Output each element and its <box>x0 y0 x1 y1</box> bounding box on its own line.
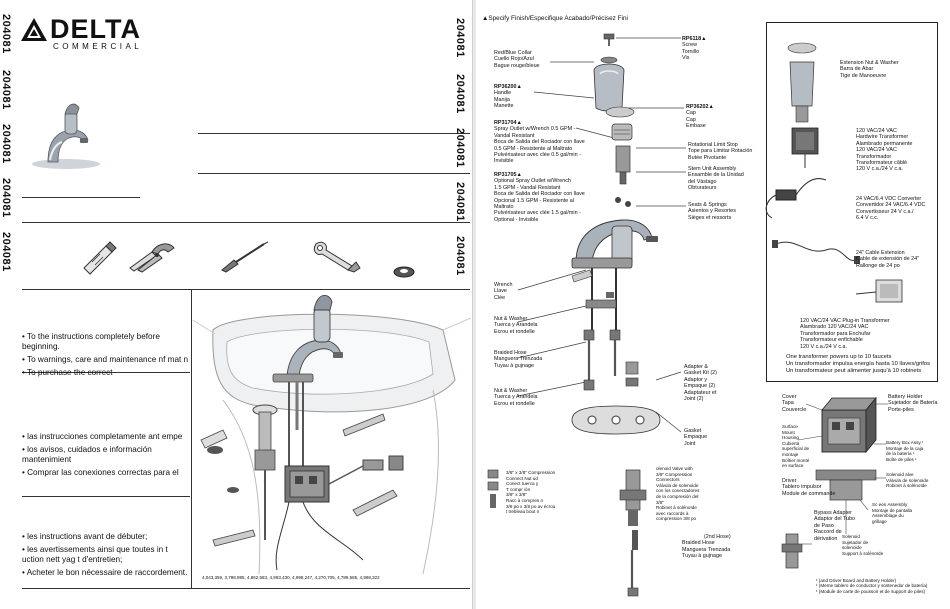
callout-cover: Cover Tapa Couvercle <box>782 394 807 413</box>
callout-hardwire-transformer: 120 VAC/24 VAC Hardwire Transformer Alam… <box>856 128 913 173</box>
callout-braided-hose: Braided Hose Manguera Trenzada Tuyau à g… <box>494 350 543 369</box>
title-rule <box>198 173 470 174</box>
callout-compression: 3/8" x 3/8" Compression Connect Nut ud C… <box>506 470 556 515</box>
column-divider <box>191 289 192 588</box>
section-rule <box>22 222 470 223</box>
callout-transformer-note: One transformer powers up to 10 faucets … <box>786 354 931 374</box>
adjustable-wrench-icon <box>313 241 361 273</box>
screw-part <box>603 33 615 46</box>
parts-header: ▲Specify Finish/Especifique Acabado/Préc… <box>482 15 628 22</box>
spanish-item: • los avisos, cuidados e información man… <box>22 445 152 464</box>
footnote: ¹ (and Driver Board and Battery Holder) … <box>816 578 928 594</box>
callout-gasket: Gasket Empaque Joint <box>684 428 708 447</box>
callout-dc-converter: 24 VAC/6.4 VDC Converter Convertidor 24 … <box>856 196 926 222</box>
screwdriver-icon <box>221 241 269 273</box>
language-rule <box>22 496 190 497</box>
callout-battery-holder: Battery Holder Sujetador de Batería Port… <box>888 394 938 413</box>
installation-illustration <box>192 294 472 575</box>
model-code-vertical: 204081 <box>0 124 12 164</box>
left-page: 204081 204081 204081 204081 204081 DELTA… <box>0 0 473 609</box>
language-rule <box>22 372 190 373</box>
model-code-vertical: 204081 <box>454 74 466 114</box>
spanish-item: • Comprar las conexiones correctas para … <box>22 468 179 477</box>
english-item: • To purchase the correct <box>22 368 113 377</box>
callout-nut-washer: Nut & Washer Tuerca y Arandela Ecrou et … <box>494 388 538 407</box>
callout-nut-washer: Nut & Washer Tuerca y Arandela Ecrou et … <box>494 316 538 335</box>
callout-wrench: Wrench Llave Clée <box>494 282 513 301</box>
callout-battery-box: Battery Box Assy.¹ Montaje de la caja de… <box>886 440 924 462</box>
callout-cable-extension: 24" Cable Extension Cable de extensión d… <box>856 250 920 269</box>
exploded-parts-diagram <box>487 33 903 597</box>
model-code-vertical: 204081 <box>0 178 12 218</box>
model-code-vertical: 204081 <box>454 236 466 276</box>
callout-plugin-transformer: 120 VAC/24 VAC Plug-in Transformer Alamb… <box>800 318 890 350</box>
delta-triangle-icon <box>21 18 47 41</box>
french-instructions: • les instructions avant de débuter; • l… <box>22 532 190 581</box>
faucet-thumbnail-image <box>32 103 100 169</box>
callout-rp31705: RP31705▲ Optional Spray Outlet w/Wrench … <box>494 172 585 223</box>
callout-stem-unit: Stem Unit Assembly Ensamble de la Unidad… <box>688 166 744 192</box>
callout-second-hose: (2nd Hose) Braided Hose Manguera Trenzad… <box>682 534 731 560</box>
callout-solenoid-support: Solenoid Sujetador de solenoide Support … <box>842 534 884 556</box>
adjustable-pliers-icon <box>129 243 175 273</box>
brand-name: DELTA <box>50 14 141 44</box>
french-item: • Acheter le bon nécessaire de raccordem… <box>22 568 188 577</box>
bottom-rule <box>22 588 470 589</box>
english-instructions: • To the instructions completely before … <box>22 332 190 381</box>
callout-extension-nut: Extension Nut & Washer Barra de Abar Tig… <box>840 60 899 79</box>
callout-rotational-stop: Rotational Limit Stop Tope para Limitar … <box>688 142 753 161</box>
callout-solenoid-valve: Solenoid alve Válvula de solenoide Robin… <box>886 472 929 489</box>
spanish-instructions: • las instrucciones completamente ant em… <box>22 432 190 481</box>
model-code-vertical: 204081 <box>0 14 12 54</box>
sealant-tube-icon <box>83 241 117 275</box>
french-item: • les avertissements ainsi que toutes in… <box>22 545 168 564</box>
model-code-vertical: 204081 <box>454 128 466 168</box>
model-code-vertical: 204081 <box>454 182 466 222</box>
english-item: • To warnings, care and maintenance nf m… <box>22 355 189 364</box>
patent-numbers: 4,043,359, 3,798,995, 4,862,583, 4,993,4… <box>202 575 380 580</box>
right-page: 204081 204081 204081 204081 204081 ▲Spec… <box>454 0 950 609</box>
callout-solenoid-valve: olenoid Valve with 3/8" Compression Conn… <box>656 466 700 522</box>
washer-ring-icon <box>393 266 415 278</box>
french-item: • les instructions avant de débuter; <box>22 532 148 541</box>
callout-adapter-gasket: Adapter & Gasket Kit (2) Adaptor y Empaq… <box>684 364 717 403</box>
callout-collar: Red/Blue Collar Cuello Rojo/Azul Bague r… <box>494 50 540 69</box>
title-rule <box>198 133 470 134</box>
model-code-vertical: 204081 <box>454 18 466 58</box>
callout-rp36202: RP36202▲ Cap Cap Embase <box>686 104 714 130</box>
electrical-components-box <box>766 22 938 382</box>
spanish-item: • las instrucciones completamente ant em… <box>22 432 183 441</box>
english-item: • To the instructions completely before … <box>22 332 160 351</box>
callout-rp6118: RP6118▲ Screw Tornillo Vis <box>682 36 707 62</box>
section-rule <box>22 289 470 290</box>
model-code-vertical: 204081 <box>0 232 12 272</box>
model-code-vertical: 204081 <box>0 70 12 110</box>
callout-seats-springs: Seats & Springs Asientos y Resortes Sièg… <box>688 202 736 221</box>
callout-surface-mount: Surface Mount Housing Cubierta superfici… <box>782 424 810 469</box>
title-rule <box>22 197 140 198</box>
callout-screen-assembly: Sc een Assembly Montaje de pantalla Asse… <box>872 502 913 524</box>
callout-rp31704: RP31704▲ Spray Outlet w/Wrench 0.5 GPM -… <box>494 120 585 165</box>
callout-bypass-adapter: Bypass Adapter Adaptor del Tubo de Paso … <box>814 510 856 542</box>
callout-rp36200: RP36200▲ Handle Manija Manette <box>494 84 522 110</box>
callout-driver: Driver Tablero impulsor Module de comman… <box>782 478 836 497</box>
brand-line: COMMERCIAL <box>53 42 143 51</box>
